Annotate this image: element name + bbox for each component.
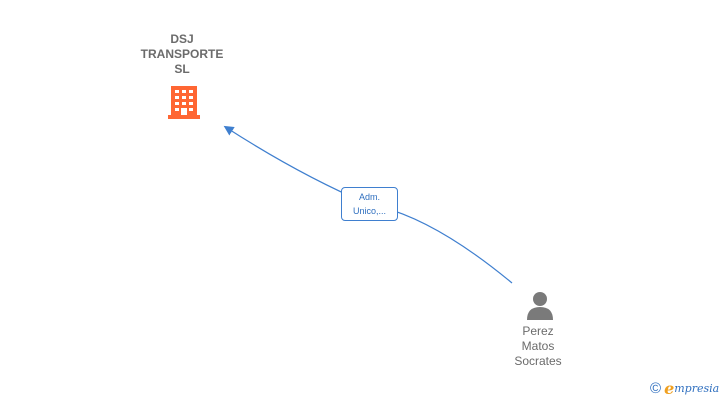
copyright-icon: © [650, 380, 662, 397]
person-name[interactable]: Perez Matos Socrates [498, 324, 578, 369]
building-icon[interactable] [167, 84, 201, 120]
person-name-line-1: Perez [522, 324, 554, 338]
company-name-line-3: SL [174, 62, 190, 76]
company-name-line-2: TRANSPORTE [140, 47, 224, 61]
company-name-line-1: DSJ [170, 32, 194, 46]
person-name-line-2: Matos [521, 339, 555, 353]
brand-logo-initial: e [664, 379, 675, 398]
brand-logo-text: mpresia [674, 382, 720, 395]
relation-label-line-1: Adm. [358, 192, 380, 202]
company-name[interactable]: DSJ TRANSPORTE SL [132, 32, 232, 77]
person-icon[interactable] [524, 289, 556, 321]
footer-brand: ©empresia [650, 380, 719, 398]
person-name-line-3: Socrates [514, 354, 562, 368]
relation-label-line-2: Unico,... [352, 206, 386, 216]
relation-label[interactable]: Adm. Unico,... [341, 187, 398, 221]
